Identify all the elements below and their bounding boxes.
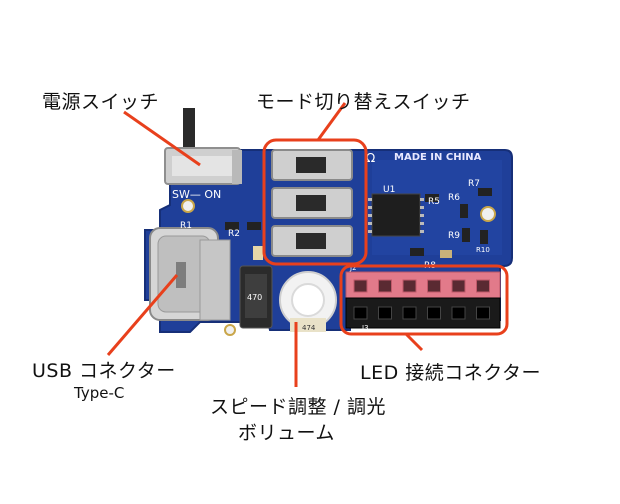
power-switch-label: 電源スイッチ <box>42 91 160 113</box>
pcb-r2-label: R2 <box>228 229 240 239</box>
header-socket <box>427 306 441 320</box>
header-socket <box>476 306 490 320</box>
smd-resistor <box>247 222 261 230</box>
pcb-trim-code: 474 <box>302 324 316 332</box>
speed-volume-label-line2: ボリューム <box>238 422 335 444</box>
smd-resistor <box>410 248 424 256</box>
trimmer-base <box>290 318 326 332</box>
power-switch-lever <box>183 108 195 152</box>
pcb-r9-label: R9 <box>448 231 460 241</box>
led-connector-label: LED 接続コネクター <box>360 362 542 384</box>
header-socket <box>476 279 490 293</box>
pcb-r6-label: R6 <box>448 193 460 203</box>
mode-switch-highlight <box>262 138 368 266</box>
smd-resistor <box>462 228 470 242</box>
mounting-hole-icon <box>480 206 496 222</box>
smd-resistor <box>480 230 488 244</box>
header-socket <box>378 279 392 293</box>
header-socket <box>451 279 466 293</box>
smd-resistor <box>225 222 239 230</box>
usb-type-label: Type-C <box>74 384 125 402</box>
pcb-r10-label: R10 <box>476 246 490 254</box>
header-socket <box>451 306 466 320</box>
usb-c-tongue <box>176 262 186 288</box>
mounting-hole-icon <box>181 199 195 213</box>
speed-volume-label-line1: スピード調整 / 調光 <box>210 396 386 418</box>
trimmer-center <box>291 283 325 317</box>
pcb-sw-on-label: SW— ON <box>172 188 221 201</box>
pcb-made-in-label: MADE IN CHINA <box>394 152 482 163</box>
smd-capacitor <box>253 246 263 260</box>
ic-chip <box>371 193 421 237</box>
usb-c-side <box>199 239 231 321</box>
pcb-u1-label: U1 <box>383 185 395 195</box>
pcb-inductor-label: 470 <box>247 293 262 302</box>
led-header <box>345 271 501 329</box>
smd-capacitor <box>440 250 452 258</box>
mode-switch-label: モード切り替えスイッチ <box>256 91 471 113</box>
header-socket <box>353 306 368 320</box>
header-socket <box>378 306 392 320</box>
ohm-icon: Ω <box>366 151 375 165</box>
header-socket <box>402 306 417 320</box>
header-socket <box>427 279 441 293</box>
pcb-r1-label: R1 <box>180 221 192 231</box>
pcb-r5-label: R5 <box>428 197 440 207</box>
power-switch-tab <box>232 150 242 184</box>
power-switch-face <box>172 156 233 176</box>
pcb-j2-label: J2 <box>349 264 357 272</box>
smd-resistor <box>460 204 468 218</box>
led-connector-highlight <box>339 264 509 336</box>
inductor-face <box>245 274 267 318</box>
pcb-r7-label: R7 <box>468 179 480 189</box>
smd-resistor <box>478 188 492 196</box>
header-socket <box>402 279 417 293</box>
smd-resistor <box>425 194 439 202</box>
pcb-j3-label: J3 <box>361 324 369 332</box>
header-socket <box>353 279 368 293</box>
header-pins <box>353 279 490 320</box>
ic-pins <box>368 198 424 233</box>
leader-lines <box>106 102 424 387</box>
usb-connector-label: USB コネクター <box>32 360 176 382</box>
mode-switches <box>271 149 353 257</box>
mounting-hole-icon <box>224 324 236 336</box>
